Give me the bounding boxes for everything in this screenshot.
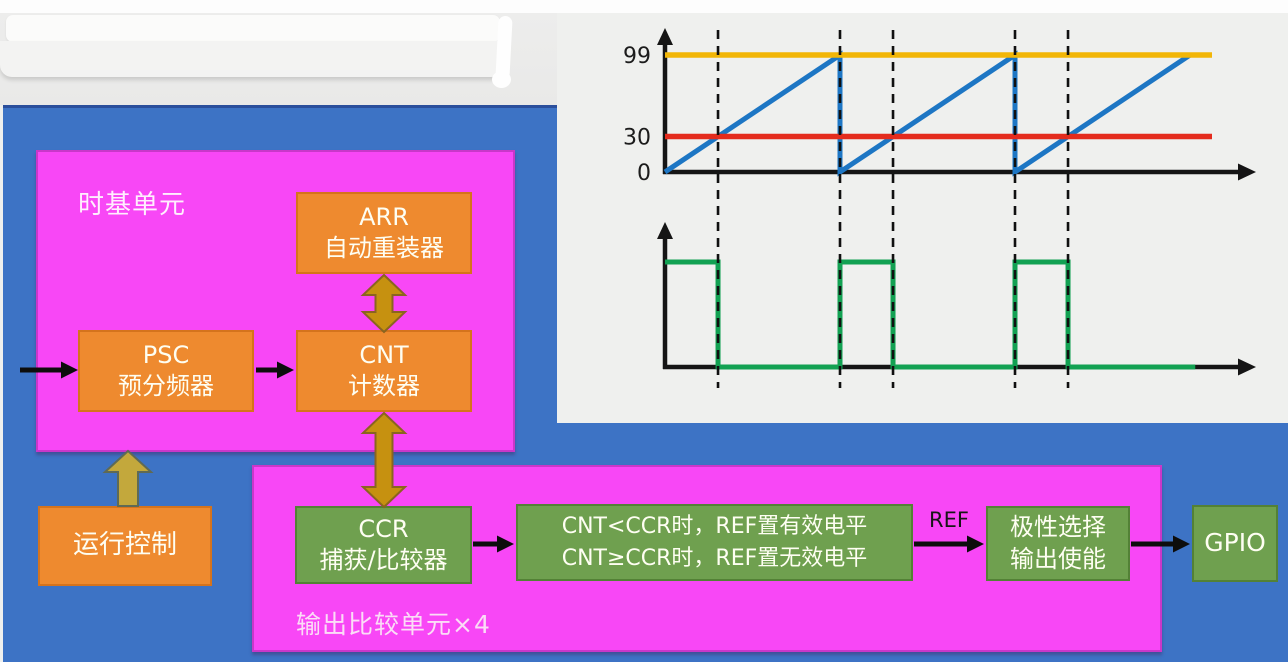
compare-rule-block: CNT<CCR时，REF置有效电平 CNT≥CCR时，REF置无效电平 <box>516 504 913 581</box>
psc-abbr: PSC <box>142 340 190 369</box>
psc-prescaler-block: PSC 预分频器 <box>78 330 254 412</box>
cnt-counter-block: CNT 计数器 <box>296 330 472 412</box>
pen-cursor-artifact-foot <box>492 71 511 88</box>
toolbar-bar-small <box>6 15 500 42</box>
output-compare-unit-title: 输出比较单元×4 <box>296 610 491 639</box>
toolbar-bar-large <box>0 41 503 77</box>
timebase-unit-title: 时基单元 <box>78 190 187 220</box>
gpio-block: GPIO <box>1192 505 1278 582</box>
ref-signal-label: REF <box>929 508 969 532</box>
polarity-output-enable-block: 极性选择 输出使能 <box>986 506 1130 581</box>
arr-register-block: ARR 自动重装器 <box>296 192 472 274</box>
ccr-abbr: CCR <box>358 514 409 543</box>
arr-name: 自动重装器 <box>324 234 444 262</box>
gpio-label: GPIO <box>1204 528 1266 558</box>
svg-text:99: 99 <box>623 44 651 69</box>
toolbar-remnant-area <box>0 13 557 105</box>
cnt-abbr: CNT <box>359 340 409 369</box>
ccr-capture-compare-block: CCR 捕获/比较器 <box>295 506 472 584</box>
psc-name: 预分频器 <box>118 372 214 400</box>
polarity-line2: 输出使能 <box>1010 544 1106 573</box>
top-white-strip <box>0 0 1288 13</box>
run-control-label: 运行控制 <box>72 530 177 561</box>
svg-text:0: 0 <box>637 161 651 186</box>
run-control-block: 运行控制 <box>38 506 212 586</box>
compare-rule-line2: CNT≥CCR时，REF置无效电平 <box>561 545 868 571</box>
compare-rule-line1: CNT<CCR时，REF置有效电平 <box>561 513 868 539</box>
arr-abbr: ARR <box>359 202 409 231</box>
cnt-name: 计数器 <box>348 372 420 400</box>
ccr-name: 捕获/比较器 <box>319 546 448 574</box>
svg-text:30: 30 <box>623 126 651 151</box>
polarity-line1: 极性选择 <box>1010 513 1106 542</box>
